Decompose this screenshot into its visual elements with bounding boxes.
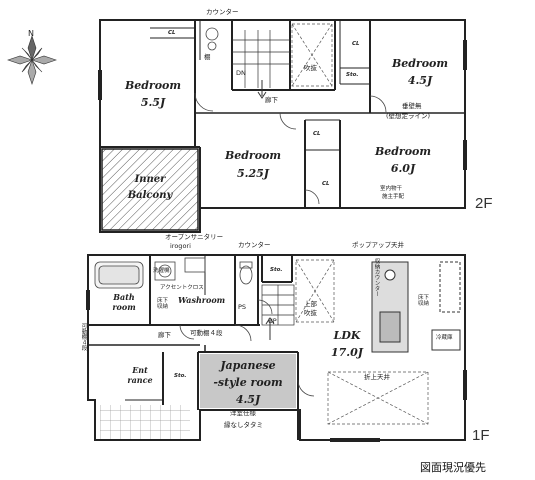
japanese-name-1: Japanese <box>220 359 276 372</box>
side-shelf-note: 可動棚４段 <box>80 323 87 351</box>
entrance-name-2: rance <box>127 375 153 385</box>
floor-label-2f: 2F <box>475 195 493 212</box>
floor2-doors <box>194 27 387 205</box>
wall-note-2: (壁想定ライン) <box>386 112 431 120</box>
bedroom-b-size: 4.5J <box>407 74 433 87</box>
shelf-label-2f: 棚 <box>204 53 211 61</box>
floor2-stairs <box>232 30 290 99</box>
underfloor-storage-wash: 床下 収納 <box>157 298 169 311</box>
hallway-label-2f: 廊下 <box>265 96 278 104</box>
floor1-doors <box>179 299 315 397</box>
down-label-2f: DN <box>236 69 246 77</box>
kitchen-side-label: 収納カウンター <box>373 258 380 297</box>
sto-label-2f: Sto. <box>346 72 359 78</box>
movable-shelf-label: 可動棚４段 <box>190 329 223 337</box>
bedroom-d-name: Bedroom <box>374 145 432 158</box>
upper-void-2: 吹抜 <box>304 309 317 317</box>
laundry-label: 洗濯機 <box>153 268 170 274</box>
counter-label-2f: カウンター <box>206 8 239 16</box>
compass-north-label: N <box>28 29 34 38</box>
washroom-name: Washroom <box>178 295 226 305</box>
floor-label-1f: 1F <box>472 427 490 444</box>
indoor-dry-1: 室内物干 <box>380 186 403 192</box>
cl-label-2f-c1: CL <box>313 131 321 137</box>
japanese-room-fill <box>200 354 296 408</box>
fixtures <box>154 257 253 285</box>
footer-note: 図面現況優先 <box>420 461 486 474</box>
ldk-size: 17.0J <box>331 346 363 359</box>
cl-label-2f-b: CL <box>352 41 360 47</box>
fridge-label: 冷蔵庫 <box>436 335 453 341</box>
bedroom-a-name: Bedroom <box>124 79 182 92</box>
floor2-walls <box>99 19 466 233</box>
bedroom-b-name: Bedroom <box>391 57 449 70</box>
compass-rose <box>7 35 57 85</box>
floor2-void <box>291 23 333 87</box>
bath-name-2: room <box>112 302 136 312</box>
bedroom-a-size: 5.5J <box>140 96 166 109</box>
hallway-label-1f: 廊下 <box>158 331 171 339</box>
japanese-name-2: -style room <box>213 376 283 389</box>
accent-cross-label: アクセントクロス <box>160 285 204 291</box>
bedroom-c-size: 5.25J <box>237 167 269 180</box>
raised-ceiling-label: 折上天井 <box>364 373 390 381</box>
balcony-name-1: Inner <box>134 174 166 185</box>
void-label-2f: 吹抜 <box>304 64 317 72</box>
floor1-windows <box>86 290 467 442</box>
bedroom-d-size: 6.0J <box>390 162 416 175</box>
sto-label-1f-top: Sto. <box>270 267 283 273</box>
wall-note-1: 垂壁無 <box>402 102 422 110</box>
bedroom-c-name: Bedroom <box>224 149 282 162</box>
sto-label-entrance: Sto. <box>174 373 187 379</box>
floor2-windows <box>98 40 467 170</box>
cl-label-2f-c2: CL <box>322 181 330 187</box>
entrance-tile <box>100 405 190 439</box>
japanese-note-1: 洋室仕様 <box>230 409 256 417</box>
floor1-void <box>295 259 335 323</box>
balcony-name-2: Balcony <box>127 190 173 201</box>
floor1-stairs <box>261 284 295 340</box>
kitchen-island <box>371 261 461 353</box>
kitchen-underfloor: 床下 収納 <box>418 295 430 308</box>
entrance-name-1: Ent <box>132 365 148 375</box>
open-sanitary-sub: irogori <box>170 242 191 250</box>
bath-name-1: Bath <box>113 292 135 302</box>
indoor-dry-2: 施主手配 <box>382 194 405 200</box>
up-label: UP <box>268 317 277 325</box>
bathtub <box>94 261 144 289</box>
raised-ceiling <box>327 371 429 425</box>
popup-ceiling-label: ポップアップ天井 <box>352 241 404 249</box>
open-sanitary-label: オープンサニタリー <box>165 233 224 241</box>
counter-label-1f: カウンター <box>238 241 271 249</box>
ldk-name: LDK <box>333 329 361 342</box>
upper-void-1: 上部 <box>304 300 317 308</box>
japanese-note-2: 縁なしタタミ <box>224 421 263 429</box>
japanese-size: 4.5J <box>235 393 261 406</box>
cl-label-2f-a: CL <box>168 30 176 36</box>
ps-label: PS <box>238 303 247 311</box>
inner-balcony-hatch <box>101 148 199 231</box>
